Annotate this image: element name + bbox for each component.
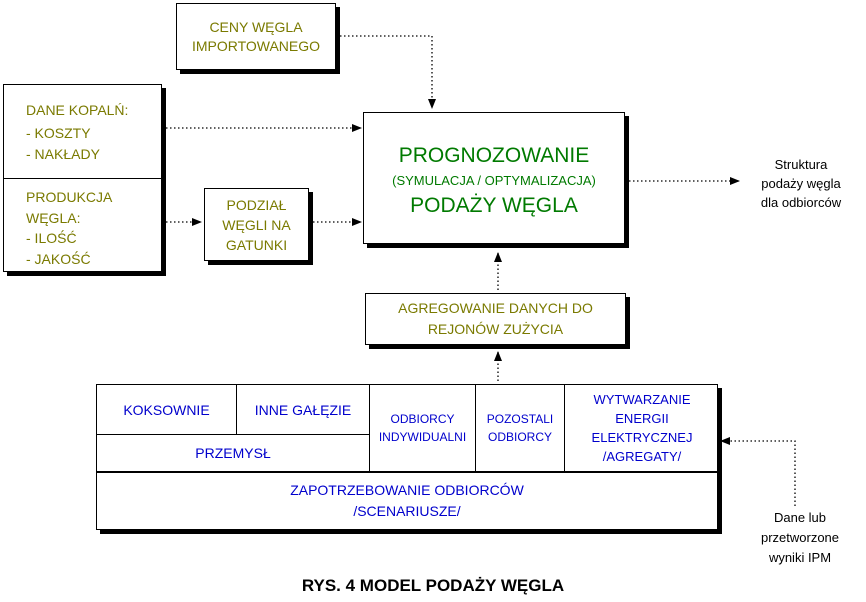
mine-data-item-inputs: - NAKŁADY bbox=[26, 146, 100, 162]
coal-grades-label: PODZIAŁ WĘGLI NA GATUNKI bbox=[222, 196, 291, 253]
forecasting-bottom: PODAŻY WĘGLA bbox=[410, 194, 578, 217]
coal-grades-box: PODZIAŁ WĘGLI NA GATUNKI bbox=[204, 188, 309, 261]
aggregation-label: AGREGOWANIE DANYCH DO REJONÓW ZUŻYCIA bbox=[398, 300, 593, 337]
table-line-koks bbox=[97, 434, 370, 435]
mine-and-production-box: DANE KOPALŃ: - KOSZTY - NAKŁADY PRODUKCJ… bbox=[3, 84, 162, 272]
cell-energia: WYTWARZANIE ENERGII ELEKTRYCZNEJ /AGREGA… bbox=[591, 392, 693, 464]
forecasting-subtitle: (SYMULACJA / OPTYMALIZACJA) bbox=[392, 173, 596, 188]
cell-odbiorcy-indywidualni: ODBIORCY INDYWIDUALNI bbox=[378, 412, 467, 444]
cell-przemysl: PRZEMYSŁ bbox=[195, 445, 271, 461]
table-vline-2 bbox=[369, 385, 370, 471]
import-prices-label: CENY WĘGLA IMPORTOWANEGO bbox=[191, 18, 321, 54]
mine-box-divider bbox=[4, 178, 161, 179]
table-line-main bbox=[97, 471, 717, 473]
coal-production-title: PRODUKCJA WĘGLA: bbox=[26, 189, 113, 226]
arrow-import-to-forecast bbox=[336, 35, 436, 109]
mine-data-title: DANE KOPALŃ: bbox=[26, 102, 129, 118]
cell-pozostali-odbiorcy: POZOSTALI ODBIORCY bbox=[486, 412, 554, 444]
table-vline-4 bbox=[564, 385, 565, 471]
cell-scenariusze: ZAPOTRZEBOWANIE ODBIORCÓW /SCENARIUSZE/ bbox=[290, 482, 524, 519]
coal-production-item-quality: - JAKOŚĆ bbox=[26, 251, 91, 267]
figure-caption: RYS. 4 MODEL PODAŻY WĘGLA bbox=[301, 576, 565, 595]
import-prices-box: CENY WĘGLA IMPORTOWANEGO bbox=[176, 3, 336, 70]
coal-production-item-quantity: - ILOŚĆ bbox=[26, 230, 77, 246]
arrow-ipm-to-table bbox=[720, 437, 796, 506]
demand-table: KOKSOWNIE INNE GAŁĘZIE PRZEMYSŁ ODBIORCY… bbox=[96, 384, 718, 530]
table-vline-1 bbox=[236, 385, 237, 434]
output-label: Struktura podaży węgla dla odbiorców bbox=[760, 157, 842, 210]
forecasting-title: PROGNOZOWANIE bbox=[398, 144, 590, 167]
forecasting-box: PROGNOZOWANIE (SYMULACJA / OPTYMALIZACJA… bbox=[363, 112, 625, 244]
aggregation-box: AGREGOWANIE DANYCH DO REJONÓW ZUŻYCIA bbox=[365, 293, 626, 345]
cell-koksownie: KOKSOWNIE bbox=[123, 401, 210, 418]
table-vline-3 bbox=[475, 385, 476, 471]
cell-inne-galezie: INNE GAŁĘZIE bbox=[254, 401, 352, 418]
mine-data-item-costs: - KOSZTY bbox=[26, 125, 91, 141]
ipm-label: Dane lub przetworzone wyniki IPM bbox=[760, 510, 840, 565]
